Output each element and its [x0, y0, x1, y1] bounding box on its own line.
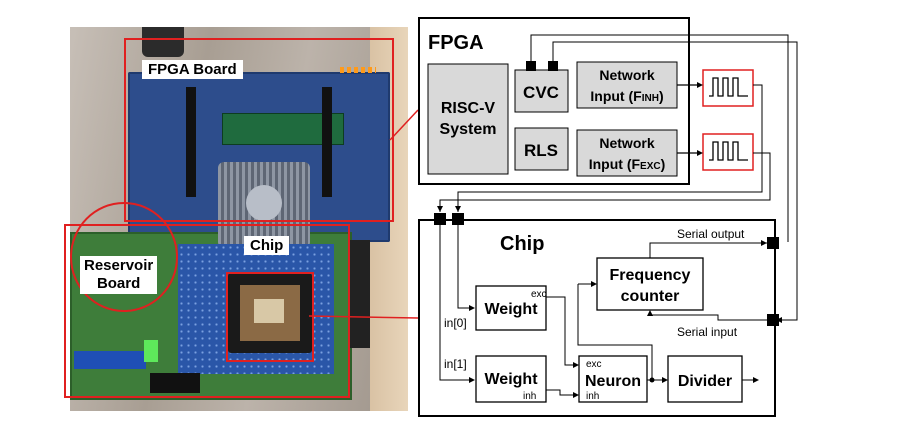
neuron-inh-tag: inh — [586, 391, 599, 402]
wire-weight-exc-neuron — [546, 296, 576, 366]
arrowhead-weight-exc-neuron — [573, 362, 579, 368]
reservoir-board-outline — [64, 224, 350, 398]
serial-input-label: Serial input — [677, 325, 738, 339]
board-connector-left — [186, 87, 196, 197]
arrowhead-neuron-divider — [662, 377, 668, 383]
network-input-inh-line1: Network — [599, 67, 654, 83]
hardware-photo — [70, 27, 408, 411]
network-input-exc-block — [576, 129, 678, 177]
neuron-exc-tag: exc — [586, 359, 602, 370]
weight-inh-block — [475, 355, 547, 403]
arrowhead-weight-inh-neuron — [573, 392, 579, 398]
weight-inh-tag: inh — [523, 391, 536, 402]
rls-label: RLS — [524, 141, 558, 160]
cvc-label: CVC — [523, 83, 559, 102]
network-input-inh-block — [576, 61, 678, 109]
fpga-board-outline — [124, 38, 394, 222]
wire-in0 — [457, 225, 472, 309]
reservoir-board-label: Reservoir Board — [80, 256, 158, 294]
wire-serial-output — [649, 242, 767, 258]
chip-outline — [226, 272, 314, 362]
fan-hub — [246, 185, 282, 221]
arrowhead-inh-chip — [455, 206, 461, 212]
serial-output-label: Serial output — [677, 227, 745, 241]
chip-die — [254, 299, 284, 323]
wire-cvc-serial-out — [530, 34, 789, 242]
reservoir-label-line1: Reservoir — [84, 257, 154, 274]
cvc-port-left — [526, 61, 536, 71]
green-jumper — [144, 340, 158, 362]
neuron-block — [578, 355, 648, 403]
riscv-label-2: System — [440, 121, 497, 138]
frequency-counter-line1: Frequency — [610, 267, 691, 284]
weight-exc-label: Weight — [484, 301, 538, 318]
status-leds — [340, 67, 376, 73]
reservoir-label-line2: Board — [96, 275, 141, 292]
chip-label: Chip — [244, 236, 290, 255]
chip-port-serial-in — [767, 314, 779, 326]
pulse-wave-inh — [709, 77, 748, 97]
chip-port-1 — [434, 213, 446, 225]
in1-label: in[1] — [444, 357, 467, 371]
riscv-label-1: RISC-V — [441, 100, 496, 117]
cvc-block — [514, 69, 569, 113]
wire-fc-neuron-tap — [577, 284, 653, 380]
reservoir-board-circle — [70, 202, 178, 312]
frequency-counter-line2: counter — [621, 288, 680, 305]
rls-block — [514, 127, 569, 171]
arrowhead-divider-out — [753, 377, 759, 383]
junction-neuron-out — [649, 377, 655, 383]
pulse-box-inh — [702, 69, 754, 107]
divider-label: Divider — [678, 373, 732, 390]
divider-block — [667, 355, 743, 403]
board-connector-right — [322, 87, 332, 197]
fpga-title: FPGA — [428, 32, 484, 54]
weight-exc-tag: exc — [531, 289, 547, 300]
riscv-block — [427, 63, 509, 175]
arrowhead-exc-pulse — [697, 150, 703, 156]
arrowhead-in0 — [469, 305, 475, 311]
wire-cvc-serial-in — [552, 41, 798, 321]
arrowhead-inh-pulse — [697, 82, 703, 88]
chip-leader-line — [308, 315, 419, 319]
pulse-wave-exc — [709, 141, 748, 161]
photo-cable — [142, 27, 184, 57]
chip-port-serial-out — [767, 237, 779, 249]
wire-weight-inh-neuron — [546, 389, 576, 396]
dip-switches — [74, 351, 146, 369]
wire-exc-to-chip — [439, 152, 771, 212]
potentiometers — [150, 373, 200, 393]
in0-label: in[0] — [444, 316, 467, 330]
network-input-inh-line2: Input (FINH) — [590, 88, 663, 104]
weight-inh-label: Weight — [484, 371, 538, 388]
cvc-port-right — [548, 61, 558, 71]
chip-port-2 — [452, 213, 464, 225]
fpga-leader-line — [389, 109, 419, 141]
network-input-exc-line1: Network — [599, 135, 654, 151]
arrowhead-to-fc — [591, 281, 597, 287]
arrowhead-exc-chip — [437, 206, 443, 212]
network-input-exc-line2: Input (FEXC) — [589, 156, 666, 172]
wire-inh-to-chip — [457, 84, 763, 212]
arrowhead-serial-input — [647, 310, 653, 316]
frequency-counter-block — [596, 257, 704, 311]
arrowhead-serial-output — [761, 240, 767, 246]
neuron-label: Neuron — [585, 373, 641, 390]
weight-exc-block — [475, 285, 547, 331]
wire-in1 — [439, 225, 472, 381]
side-connector — [348, 240, 370, 348]
arrowhead-in1 — [469, 377, 475, 383]
fpga-board-label: FPGA Board — [142, 60, 243, 79]
chip-title: Chip — [500, 233, 544, 255]
